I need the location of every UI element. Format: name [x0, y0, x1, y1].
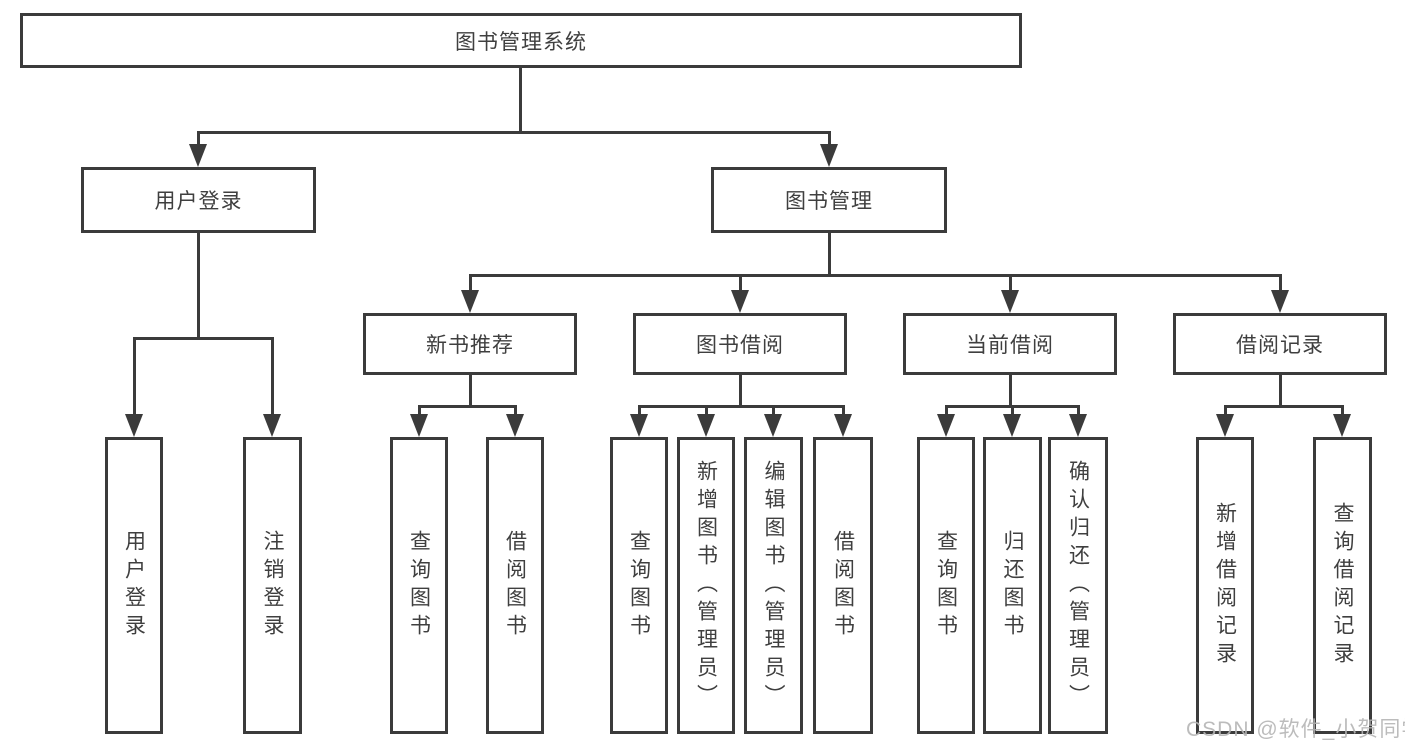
node-label: 新增图书（管理员） [694, 459, 718, 712]
node-leaf-cb-return-books: 归还图书 [983, 437, 1042, 734]
connector-line [1009, 274, 1012, 293]
arrow-down-icon [189, 144, 207, 167]
node-leaf-bb-query-books: 查询图书 [610, 437, 668, 734]
node-label: 借阅图书 [503, 529, 527, 642]
node-label: 注销登录 [261, 529, 285, 642]
node-leaf-bb-edit-books: 编辑图书（管理员） [744, 437, 803, 734]
node-label: 用户登录 [154, 190, 243, 213]
arrow-down-icon [410, 414, 428, 437]
node-book-management: 图书管理 [711, 167, 947, 233]
node-label: 借阅图书 [831, 529, 855, 642]
connector-line [519, 68, 522, 132]
node-label: 图书管理 [785, 190, 873, 213]
arrow-down-icon [820, 144, 838, 167]
connector-line [469, 274, 472, 293]
connector-line [469, 274, 1282, 277]
node-leaf-logout: 注销登录 [243, 437, 302, 734]
connector-line [739, 274, 742, 293]
node-leaf-br-add-record: 新增借阅记录 [1196, 437, 1254, 734]
arrow-down-icon [1333, 414, 1351, 437]
node-label: 图书借阅 [696, 334, 784, 357]
node-user-login: 用户登录 [81, 167, 316, 233]
connector-line [197, 233, 200, 340]
node-leaf-rec-query-books: 查询图书 [390, 437, 448, 734]
node-label: 查询图书 [934, 529, 958, 642]
node-label: 查询图书 [627, 529, 651, 642]
arrow-down-icon [630, 414, 648, 437]
node-borrowing-records: 借阅记录 [1173, 313, 1387, 375]
connector-line [514, 405, 517, 417]
node-label: 查询图书 [407, 529, 431, 642]
connector-line [197, 131, 831, 134]
node-root: 图书管理系统 [20, 13, 1022, 68]
arrow-down-icon [1003, 414, 1021, 437]
connector-line [1011, 405, 1014, 417]
node-leaf-br-query-record: 查询借阅记录 [1313, 437, 1372, 734]
connector-line [418, 405, 517, 408]
connector-line [469, 375, 472, 408]
node-book-borrowing: 图书借阅 [633, 313, 847, 375]
connector-line [1224, 405, 1344, 408]
connector-line [1279, 375, 1282, 408]
arrow-down-icon [1216, 414, 1234, 437]
node-label: 用户登录 [122, 529, 146, 642]
connector-line [197, 131, 200, 148]
arrow-down-icon [697, 414, 715, 437]
node-label: 当前借阅 [966, 334, 1054, 357]
connector-line [842, 405, 845, 417]
arrow-down-icon [125, 414, 143, 437]
connector-line [739, 375, 742, 408]
node-label: 确认归还（管理员） [1066, 459, 1090, 712]
connector-line [772, 405, 775, 417]
node-label: 编辑图书（管理员） [762, 459, 786, 712]
arrow-down-icon [461, 290, 479, 313]
arrow-down-icon [1069, 414, 1087, 437]
connector-line [418, 405, 421, 417]
connector-line [133, 337, 136, 417]
node-leaf-rec-borrow-books: 借阅图书 [486, 437, 544, 734]
connector-line [638, 405, 844, 408]
node-current-borrowing: 当前借阅 [903, 313, 1117, 375]
node-label: 新书推荐 [426, 334, 514, 357]
node-leaf-cb-query-books: 查询图书 [917, 437, 975, 734]
arrow-down-icon [764, 414, 782, 437]
node-leaf-bb-add-books: 新增图书（管理员） [677, 437, 735, 734]
node-label: 查询借阅记录 [1331, 501, 1355, 670]
node-label: 新增借阅记录 [1213, 501, 1237, 670]
arrow-down-icon [937, 414, 955, 437]
connector-line [271, 337, 274, 417]
connector-line [828, 131, 831, 148]
connector-line [1009, 375, 1012, 408]
node-leaf-bb-borrow-books: 借阅图书 [813, 437, 873, 734]
arrow-down-icon [263, 414, 281, 437]
connector-line [945, 405, 948, 417]
arrow-down-icon [834, 414, 852, 437]
node-new-book-recommend: 新书推荐 [363, 313, 577, 375]
arrow-down-icon [506, 414, 524, 437]
connector-line [1224, 405, 1227, 417]
connector-line [133, 337, 274, 340]
connector-line [1077, 405, 1080, 417]
node-leaf-login: 用户登录 [105, 437, 163, 734]
arrow-down-icon [1001, 290, 1019, 313]
connector-line [1279, 274, 1282, 293]
arrow-down-icon [1271, 290, 1289, 313]
node-label: 归还图书 [1001, 529, 1025, 642]
csdn-watermark: CSDN @软件_小贺同学 [1186, 718, 1405, 741]
arrow-down-icon [731, 290, 749, 313]
node-label: 图书管理系统 [455, 30, 587, 54]
connector-line [828, 233, 831, 277]
node-leaf-cb-confirm-return: 确认归还（管理员） [1048, 437, 1108, 734]
connector-line [705, 405, 708, 417]
connector-line [638, 405, 641, 417]
connector-line [1341, 405, 1344, 417]
node-label: 借阅记录 [1236, 334, 1324, 357]
